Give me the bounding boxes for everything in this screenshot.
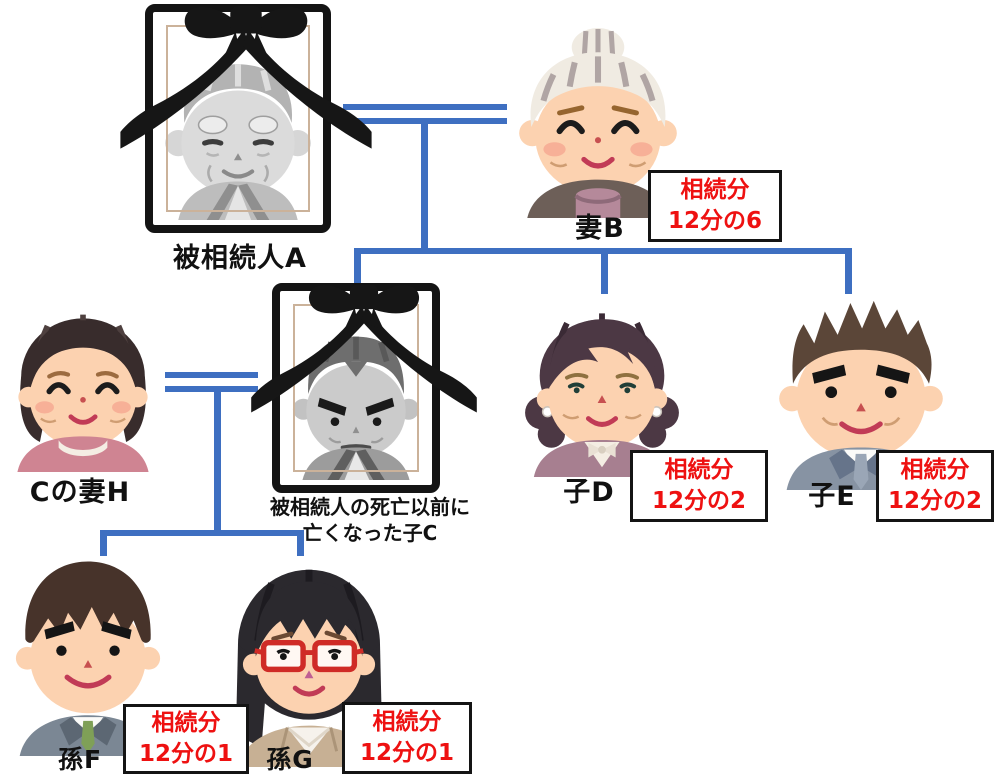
young-man-illustration xyxy=(15,561,161,756)
share-box-grandchild-g: 相続分 12分の1 xyxy=(342,702,472,774)
young-woman-glasses-illustration xyxy=(236,569,382,767)
label-child-c-line2: 亡くなった子C xyxy=(302,521,438,545)
share-box-value: 12分の2 xyxy=(887,488,982,514)
connector-drop-child-e xyxy=(845,252,852,294)
woman-illustration xyxy=(525,313,679,477)
old-man-grayscale-illustration xyxy=(165,64,311,220)
label-child-c-line1: 被相続人の死亡以前に xyxy=(270,495,470,519)
man-grayscale-illustration xyxy=(292,336,420,480)
share-box-title: 相続分 xyxy=(664,457,734,483)
middle-aged-woman-illustration xyxy=(17,314,149,472)
share-box-title: 相続分 xyxy=(900,457,970,483)
connector-drop-child-c xyxy=(354,252,361,286)
figure-grandchild-g xyxy=(226,550,392,771)
label-grandchild-g: 孫G xyxy=(266,745,314,774)
connector-grandchildren-bus xyxy=(100,530,304,536)
memorial-portrait-deceased-a xyxy=(120,4,372,233)
figure-wife-h xyxy=(8,294,158,476)
share-box-grandchild-f: 相続分 12分の1 xyxy=(123,704,249,774)
share-box-value: 12分の1 xyxy=(138,741,233,767)
share-box-child-d: 相続分 12分の2 xyxy=(630,450,768,522)
portrait-c-photo xyxy=(285,296,427,480)
share-box-value: 12分の2 xyxy=(651,488,746,514)
connector-children-bus xyxy=(354,248,852,254)
portrait-a-photo xyxy=(158,17,318,220)
share-box-wife-b: 相続分 12分の6 xyxy=(648,170,782,242)
label-wife-b: 妻B xyxy=(575,213,625,244)
figure-wife-b xyxy=(517,26,679,222)
marriage-line-a-b-top xyxy=(343,104,507,110)
marriage-line-a-b-bottom xyxy=(343,118,507,124)
label-deceased-a: 被相続人A xyxy=(173,243,307,274)
connector-drop-grandchild-g xyxy=(297,534,304,556)
label-wife-h: Cの妻H xyxy=(29,477,131,508)
connector-marriage-ab-down xyxy=(421,122,428,254)
connector-drop-child-d xyxy=(601,252,608,294)
share-box-title: 相続分 xyxy=(151,710,221,736)
label-child-e: 子E xyxy=(808,481,856,512)
marriage-line-h-c-bottom xyxy=(165,386,258,392)
elderly-woman-illustration xyxy=(519,28,677,218)
figure-grandchild-f xyxy=(12,552,164,760)
connector-drop-grandchild-f xyxy=(100,534,107,556)
share-box-value: 12分の6 xyxy=(667,208,762,234)
label-grandchild-f: 孫F xyxy=(57,745,103,774)
share-box-title: 相続分 xyxy=(680,177,750,203)
share-box-title: 相続分 xyxy=(372,709,442,735)
marriage-line-h-c-top xyxy=(165,372,258,378)
share-box-value: 12分の1 xyxy=(359,740,454,766)
label-child-c: 被相続人の死亡以前に 亡くなった子C xyxy=(250,494,490,546)
share-box-child-e: 相続分 12分の2 xyxy=(876,450,994,522)
figure-child-d xyxy=(524,292,680,481)
connector-marriage-hc-down xyxy=(214,390,221,534)
memorial-portrait-child-c xyxy=(251,283,477,493)
label-child-d: 子D xyxy=(563,477,615,508)
